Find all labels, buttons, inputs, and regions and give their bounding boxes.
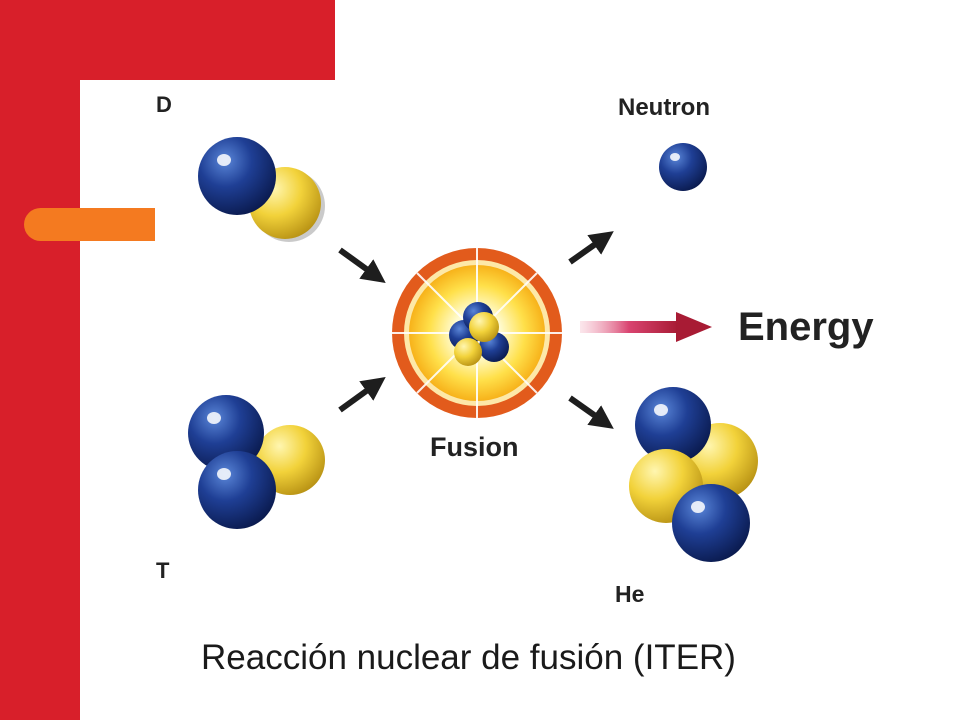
output-arrows [568,231,712,429]
diagram-caption: Reacción nuclear de fusión (ITER) [201,638,736,677]
tritium-label: T [156,558,170,583]
left-red-band [0,0,80,720]
tritium-nucleus [188,395,325,529]
helium-neutron-1 [635,387,711,463]
deuterium-nucleus [198,137,325,242]
deuterium-neutron [198,137,276,215]
tritium-neutron-2 [198,451,276,529]
energy-label: Energy [738,305,874,349]
top-red-band [0,0,335,80]
deuterium-label: D [156,92,172,117]
arrow-to-neutron [568,231,614,265]
helium-nucleus [629,387,758,562]
arrow-to-helium [568,395,614,429]
arrow-t-to-fusion [338,376,386,413]
input-arrows [338,247,386,413]
fusion-burst [392,248,562,418]
energy-arrow [580,312,712,342]
neutron-label: Neutron [618,94,710,121]
helium-neutron-2 [672,484,750,562]
fusion-label: Fusion [430,432,519,462]
arrow-d-to-fusion [338,247,386,284]
orange-accent-tab [24,208,155,241]
free-neutron [659,143,707,191]
helium-label: He [615,581,645,607]
fusing-nucleus [449,302,509,366]
